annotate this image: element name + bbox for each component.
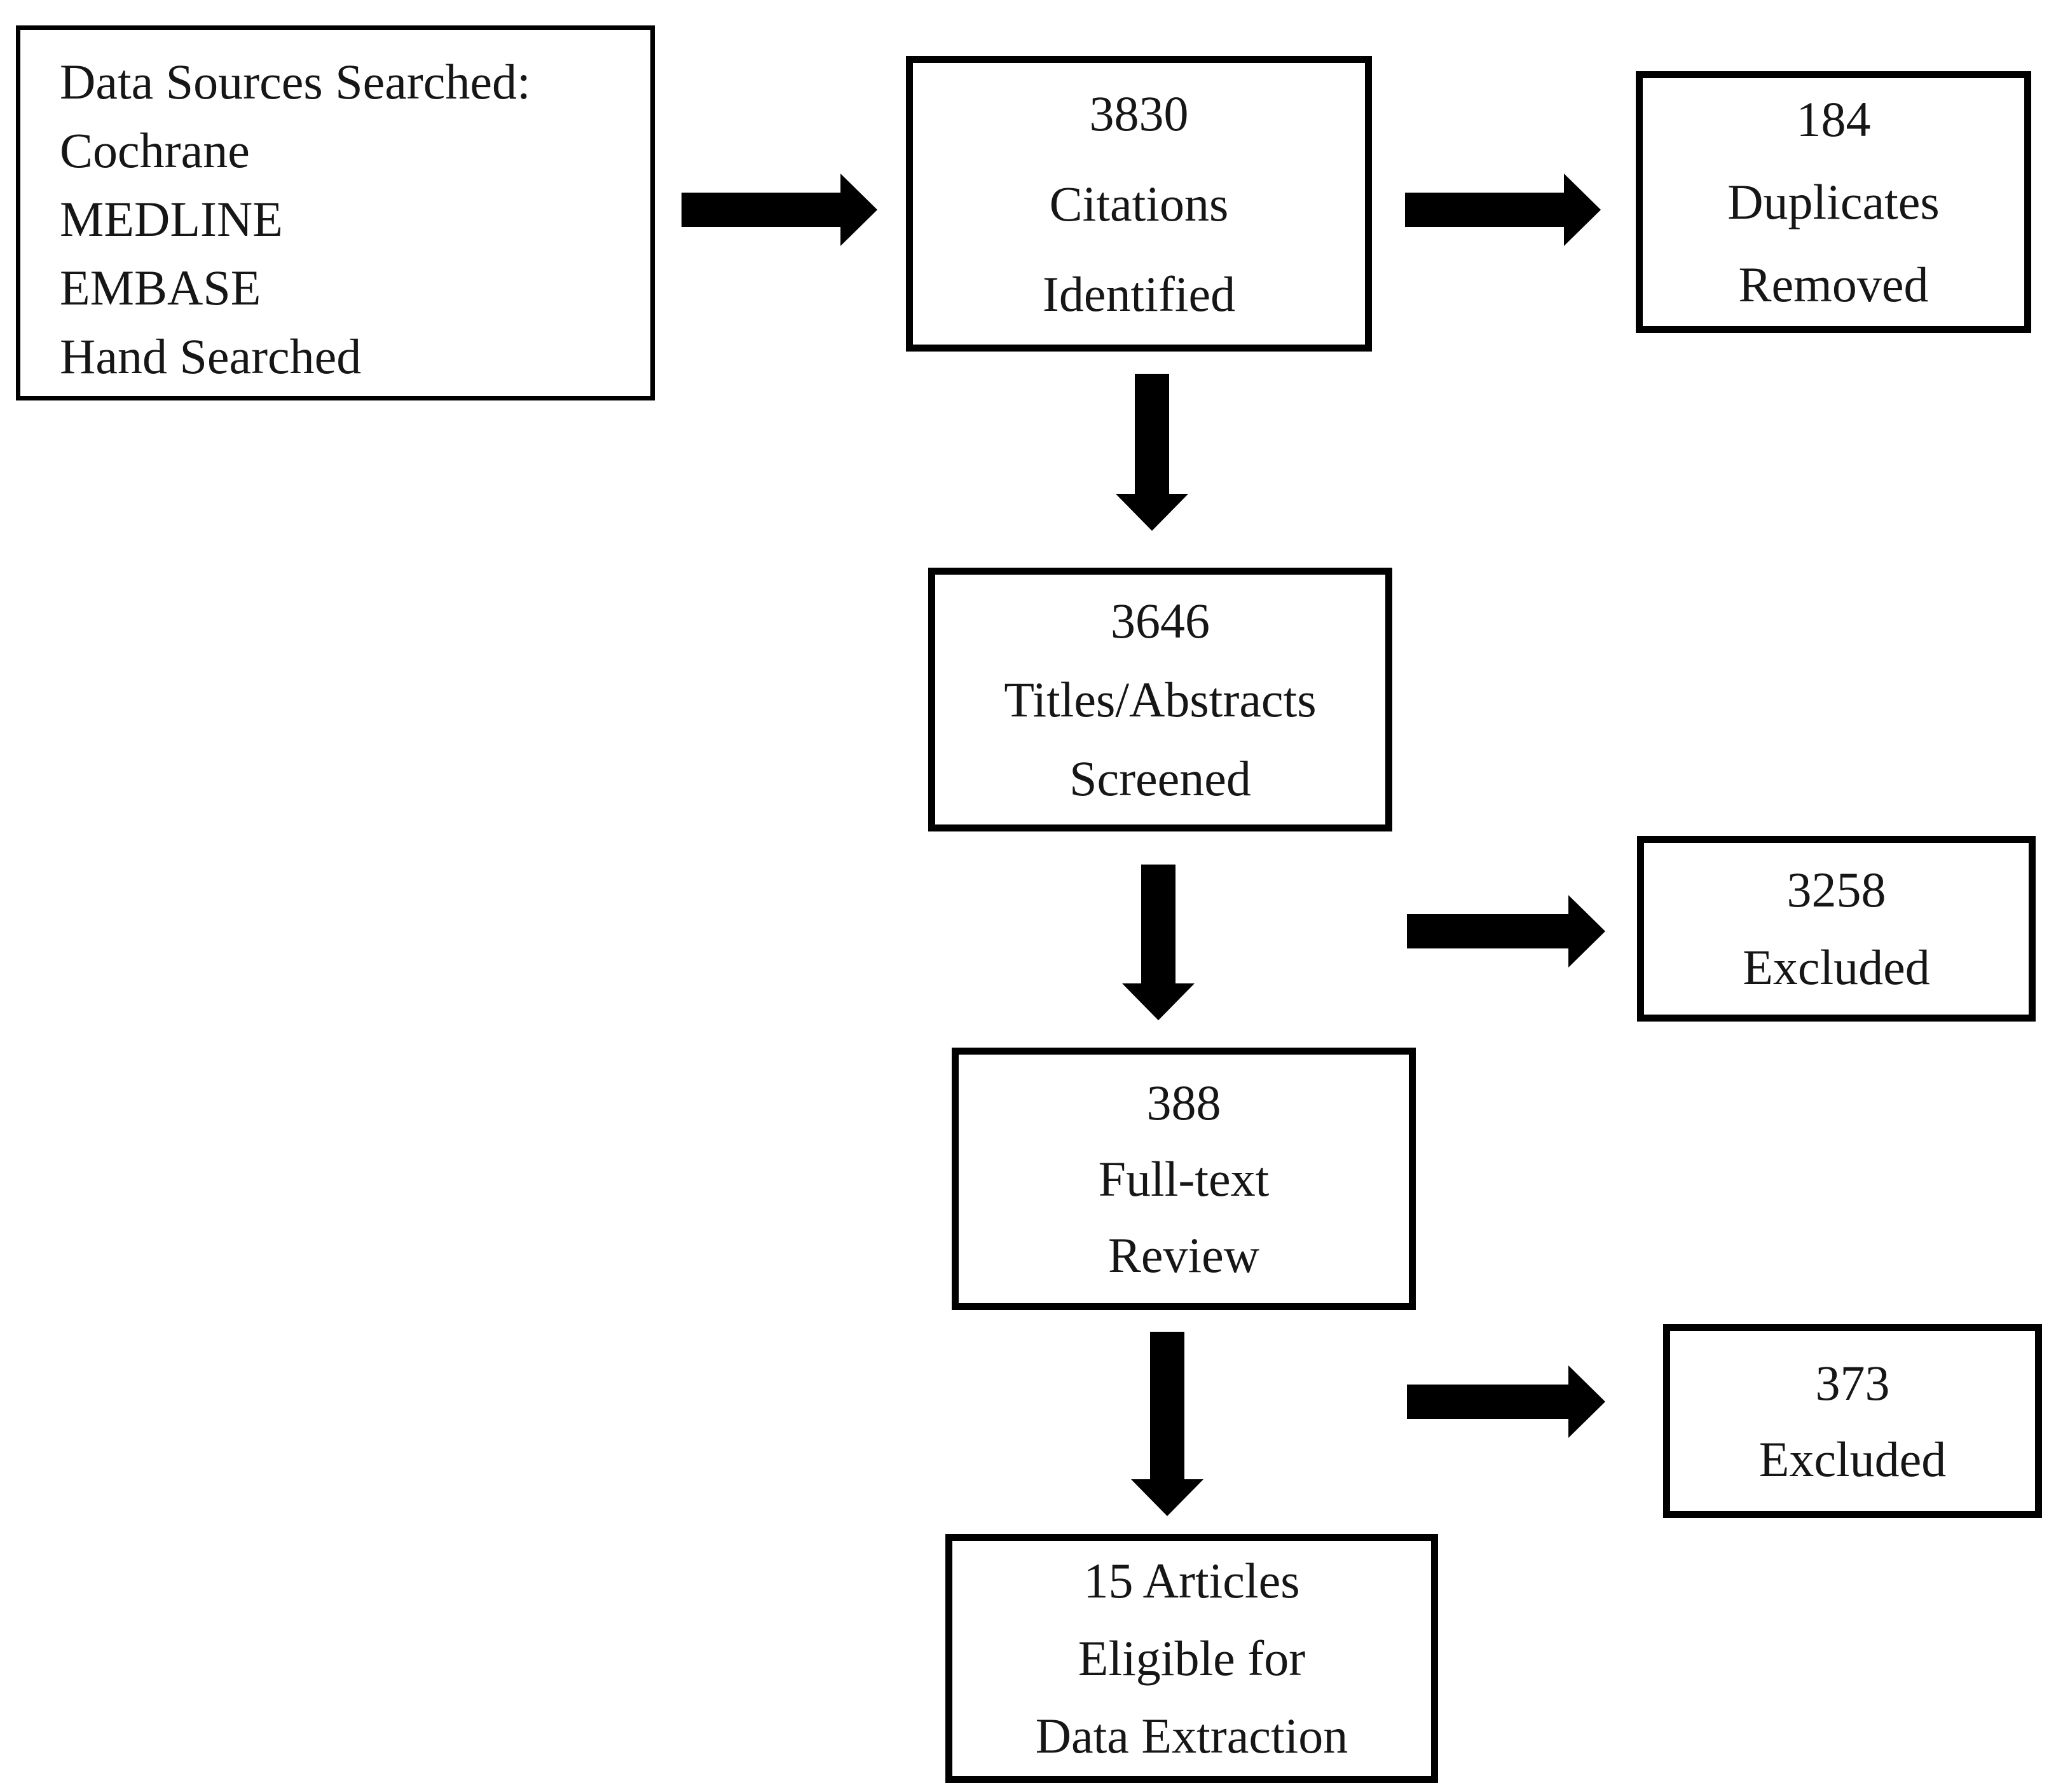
box-line: 388	[1146, 1074, 1221, 1130]
arrow-screening-to-fulltext-icon	[1122, 865, 1195, 1020]
arrow-head-icon	[1564, 174, 1601, 246]
box-line: Removed	[1738, 257, 1929, 312]
box-titles-abstracts-screened: 3646 Titles/Abstracts Screened	[928, 568, 1392, 831]
arrow-shaft	[1141, 865, 1175, 983]
box-line: Identified	[1042, 266, 1236, 322]
box-line: Titles/Abstracts	[1004, 671, 1317, 727]
box-line: Review	[1107, 1227, 1260, 1283]
arrow-shaft	[1135, 374, 1169, 494]
arrow-screening-to-excluded-icon	[1407, 895, 1605, 968]
arrow-head-icon	[1568, 1365, 1605, 1438]
box-line: Duplicates	[1727, 174, 1940, 229]
box-full-text-review: 388 Full-text Review	[952, 1048, 1416, 1310]
box-line: 3830	[1089, 85, 1189, 141]
arrow-head-icon	[1131, 1479, 1203, 1516]
box-articles-eligible: 15 Articles Eligible for Data Extraction	[945, 1534, 1438, 1783]
box-line: Data Sources Searched:	[60, 54, 531, 109]
box-excluded-screening: 3258 Excluded	[1637, 836, 2036, 1022]
arrow-fulltext-to-eligible-icon	[1131, 1332, 1203, 1516]
box-line: Screened	[1069, 750, 1251, 806]
arrow-citations-to-duplicates-icon	[1405, 174, 1601, 246]
arrow-shaft	[1407, 1385, 1568, 1419]
box-line: 373	[1815, 1355, 1890, 1411]
box-line: Citations	[1049, 175, 1229, 231]
box-excluded-full-text: 373 Excluded	[1663, 1324, 2042, 1518]
box-line: 184	[1796, 92, 1871, 147]
box-line: EMBASE	[60, 260, 261, 315]
box-line: Excluded	[1743, 940, 1930, 995]
box-data-sources: Data Sources Searched: Cochrane MEDLINE …	[16, 25, 655, 400]
arrow-shaft	[1150, 1332, 1184, 1479]
arrow-shaft	[682, 193, 840, 227]
arrow-fulltext-to-excluded-icon	[1407, 1365, 1605, 1438]
box-duplicates-removed: 184 Duplicates Removed	[1636, 71, 2031, 333]
box-line: 15 Articles	[1083, 1553, 1300, 1608]
box-line: Cochrane	[60, 123, 250, 178]
arrow-head-icon	[1122, 983, 1195, 1020]
arrow-citations-to-screening-icon	[1116, 374, 1188, 531]
arrow-shaft	[1405, 193, 1564, 227]
box-line: Excluded	[1758, 1431, 1947, 1487]
box-line: 3258	[1786, 862, 1886, 917]
arrow-head-icon	[1116, 494, 1188, 531]
box-line: Eligible for	[1078, 1631, 1306, 1686]
box-line: Data Extraction	[1035, 1708, 1348, 1763]
arrow-shaft	[1407, 914, 1568, 948]
arrow-head-icon	[840, 174, 877, 246]
box-line: Hand Searched	[60, 329, 362, 384]
box-line: Full-text	[1098, 1151, 1270, 1207]
arrow-sources-to-citations-icon	[682, 174, 877, 246]
box-citations-identified: 3830 Citations Identified	[906, 56, 1372, 352]
box-line: MEDLINE	[60, 191, 283, 247]
box-line: 3646	[1111, 592, 1210, 648]
arrow-head-icon	[1568, 895, 1605, 968]
